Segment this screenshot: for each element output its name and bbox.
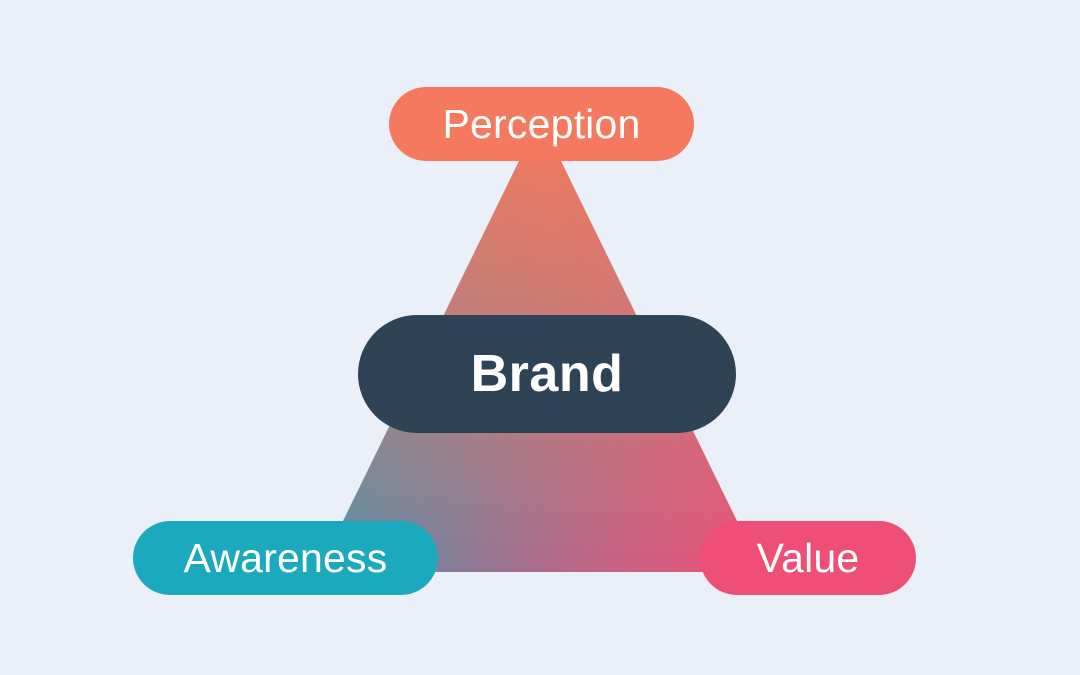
node-awareness-label: Awareness (183, 534, 388, 581)
node-awareness[interactable]: Awareness (133, 521, 438, 595)
node-brand-label: Brand (470, 345, 624, 403)
node-value-label: Value (756, 534, 860, 581)
node-brand-center[interactable]: Brand (358, 315, 736, 433)
node-value[interactable]: Value (700, 521, 916, 595)
node-perception-label: Perception (442, 100, 641, 147)
node-perception[interactable]: Perception (389, 87, 694, 161)
